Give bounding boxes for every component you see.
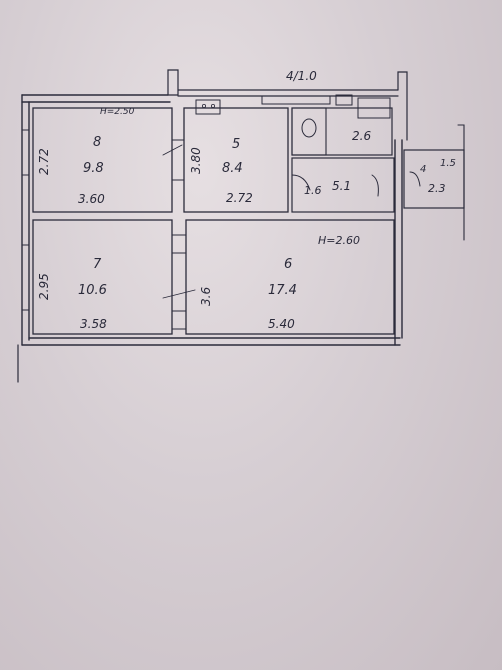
room-5-height-dim: 3.80 [189,147,203,174]
room-5-number: 5 [232,137,240,152]
room-8-number: 8 [93,135,101,150]
room-6-outline [185,219,395,335]
closet-wall [457,124,465,241]
hall-outline [291,157,395,213]
wall-segment [171,310,187,330]
bathroom-outline [291,107,393,156]
room-5-area: 8.4 [222,161,243,176]
outer-wall-right [394,139,403,346]
stair-wall [397,71,408,141]
ceiling-height-center: H=2.60 [318,234,360,247]
room-5-width-dim: 2.72 [226,191,253,205]
hall-area: 5.1 [332,179,351,193]
room-6-number: 6 [284,257,292,272]
stove-burner [210,104,215,109]
apartment-number: 4/1.0 [286,69,317,83]
ceiling-height-north: H=2.50 [100,107,135,117]
wall-segment [171,139,185,181]
room-7-width-dim: 3.58 [80,317,107,331]
balcony-area: 1.5 [440,158,456,169]
door-swing [291,174,311,191]
balcony-room-number: 4 [420,164,426,175]
room-8-area: 9.8 [83,161,104,176]
north-wall-right [177,89,399,97]
stove-burner [201,104,206,109]
outer-wall-left [21,94,30,346]
door-swing [371,174,379,197]
room-7-area: 10.6 [78,283,107,298]
dimension-line [162,289,196,299]
wc-outline [291,107,327,156]
sink-icon [335,94,353,106]
window-room-7 [21,244,30,311]
room-6-area: 17.4 [268,283,297,298]
bath-area: 2.6 [352,129,371,143]
room-7-outline [32,219,173,335]
bathtub-icon [357,97,391,119]
toilet-icon [301,118,317,138]
room-8-width-dim: 3.60 [78,192,105,206]
room-7-height-dim: 2.95 [37,273,51,300]
room-8-height-dim: 2.72 [37,148,51,175]
door-swing [409,171,421,187]
closet-area: 2.3 [428,182,446,195]
entry-wall [167,69,179,96]
wall-segment [171,234,187,254]
outer-wall-top [21,94,171,103]
window-room-8 [21,129,30,176]
dimension-line [162,144,183,156]
room-6-height-dim: 3.6 [199,287,213,306]
riser-line [261,95,331,105]
wc-area: 1.6 [304,184,322,197]
room-6-width-dim: 5.40 [268,317,295,331]
room-7-number: 7 [93,257,102,272]
outer-wall-bottom [21,337,401,346]
stove-icon [195,99,221,115]
